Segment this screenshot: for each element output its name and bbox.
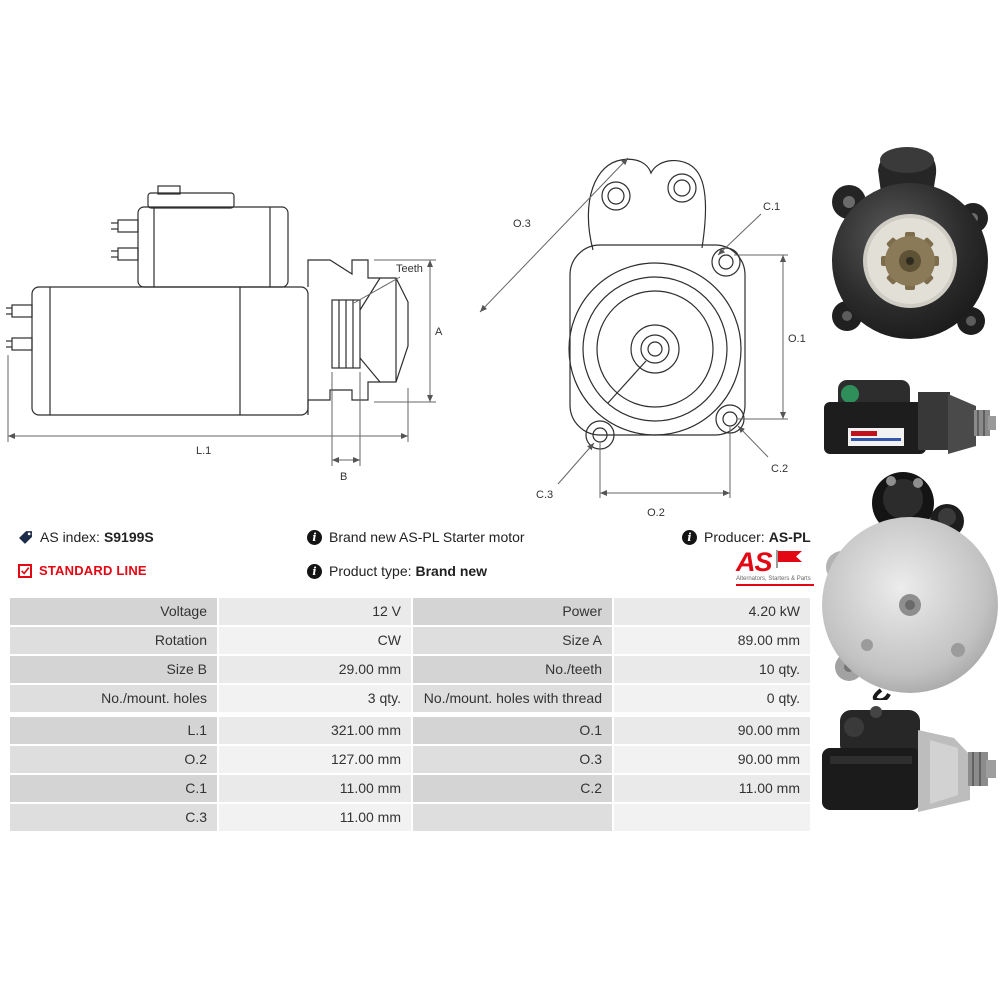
spec-value: 11.00 mm — [219, 775, 411, 802]
spec-value: 0 qty. — [614, 685, 810, 712]
dim-label-c3: C.3 — [536, 489, 553, 501]
producer: i Producer: AS-PL — [682, 529, 811, 545]
front-view-drawing: O.3 C.1 O.1 C.2 C.3 O.2 — [458, 142, 810, 534]
table-row: Rotation CW Size A 89.00 mm — [10, 627, 810, 654]
product-photo-rear — [815, 465, 1000, 700]
as-pl-logo: AS Alternators, Starters & Parts — [736, 549, 816, 586]
product-description: i Brand new AS-PL Starter motor — [307, 529, 525, 545]
spec-group-main: Voltage 12 V Power 4.20 kW Rotation CW S… — [10, 598, 810, 712]
logo-underline — [736, 584, 814, 586]
table-row: O.2 127.00 mm O.3 90.00 mm — [10, 746, 810, 773]
product-photo-side-small — [818, 372, 1000, 464]
product-type-value: Brand new — [415, 563, 488, 579]
producer-label: Producer: — [704, 529, 765, 545]
side-view-drawing: L.1 B A Teeth — [0, 150, 445, 485]
spec-label: Power — [413, 598, 612, 625]
dim-label-l1: L.1 — [196, 445, 211, 457]
table-row: No./mount. holes 3 qty. No./mount. holes… — [10, 685, 810, 712]
logo-text: AS — [736, 547, 773, 577]
dim-label-c1: C.1 — [763, 201, 780, 213]
description-text: Brand new AS-PL Starter motor — [329, 529, 525, 545]
spec-label: Size A — [413, 627, 612, 654]
spec-label: Voltage — [10, 598, 217, 625]
product-type-label: Product type: — [329, 563, 412, 579]
table-row: C.3 11.00 mm — [10, 804, 810, 831]
logo-subtext: Alternators, Starters & Parts — [736, 576, 811, 582]
table-row: Voltage 12 V Power 4.20 kW — [10, 598, 810, 625]
spec-group-dimensions: L.1 321.00 mm O.1 90.00 mm O.2 127.00 mm… — [10, 717, 810, 831]
spec-label: Rotation — [10, 627, 217, 654]
spec-label: C.1 — [10, 775, 217, 802]
spec-table: Voltage 12 V Power 4.20 kW Rotation CW S… — [10, 598, 810, 831]
spec-value: 89.00 mm — [614, 627, 810, 654]
spec-value: 321.00 mm — [219, 717, 411, 744]
product-photo-front — [820, 140, 1000, 370]
spec-value: 11.00 mm — [614, 775, 810, 802]
spec-label: O.2 — [10, 746, 217, 773]
as-index-value: S9199S — [103, 529, 154, 545]
spec-label: C.2 — [413, 775, 612, 802]
spec-value: 127.00 mm — [219, 746, 411, 773]
spec-label: No./teeth — [413, 656, 612, 683]
spec-label: O.1 — [413, 717, 612, 744]
spec-value: 29.00 mm — [219, 656, 411, 683]
dim-label-o2: O.2 — [647, 507, 665, 519]
dim-label-c2: C.2 — [771, 463, 788, 475]
dim-label-o1: O.1 — [788, 333, 806, 345]
product-photo-side-large — [818, 700, 1000, 832]
dim-label-b: B — [340, 471, 347, 483]
spec-label: O.3 — [413, 746, 612, 773]
spec-value: 12 V — [219, 598, 411, 625]
info-icon: i — [307, 529, 322, 545]
dimension-lines — [479, 157, 788, 498]
info-icon: i — [682, 529, 697, 545]
spec-value: 90.00 mm — [614, 746, 810, 773]
as-index-label: AS index: — [40, 529, 100, 545]
dim-label-a: A — [435, 326, 443, 338]
spec-value: 11.00 mm — [219, 804, 411, 831]
spec-label: No./mount. holes with thread — [413, 685, 612, 712]
table-row: L.1 321.00 mm O.1 90.00 mm — [10, 717, 810, 744]
spec-label: Size B — [10, 656, 217, 683]
check-icon — [18, 563, 32, 578]
table-row: C.1 11.00 mm C.2 11.00 mm — [10, 775, 810, 802]
standard-line: STANDARD LINE — [18, 563, 147, 578]
dim-label-o3: O.3 — [513, 218, 531, 230]
tag-icon — [19, 530, 32, 544]
producer-value: AS-PL — [768, 529, 811, 545]
spec-label — [413, 804, 612, 831]
spec-value — [614, 804, 810, 831]
standard-line-label: STANDARD LINE — [39, 563, 147, 578]
spec-value: 90.00 mm — [614, 717, 810, 744]
spec-value: 10 qty. — [614, 656, 810, 683]
product-type: i Product type: Brand new — [307, 563, 487, 579]
spec-label: L.1 — [10, 717, 217, 744]
flag-icon — [775, 550, 802, 568]
spec-value: 3 qty. — [219, 685, 411, 712]
spec-value: CW — [219, 627, 411, 654]
dimension-lines — [7, 259, 436, 466]
spec-value: 4.20 kW — [614, 598, 810, 625]
spec-label: C.3 — [10, 804, 217, 831]
table-row: Size B 29.00 mm No./teeth 10 qty. — [10, 656, 810, 683]
dim-label-teeth: Teeth — [396, 263, 423, 275]
spec-label: No./mount. holes — [10, 685, 217, 712]
as-index: AS index: S9199S — [18, 529, 154, 545]
starter-side-outline — [6, 185, 409, 416]
info-icon: i — [307, 563, 322, 579]
starter-front-outline — [568, 158, 746, 450]
